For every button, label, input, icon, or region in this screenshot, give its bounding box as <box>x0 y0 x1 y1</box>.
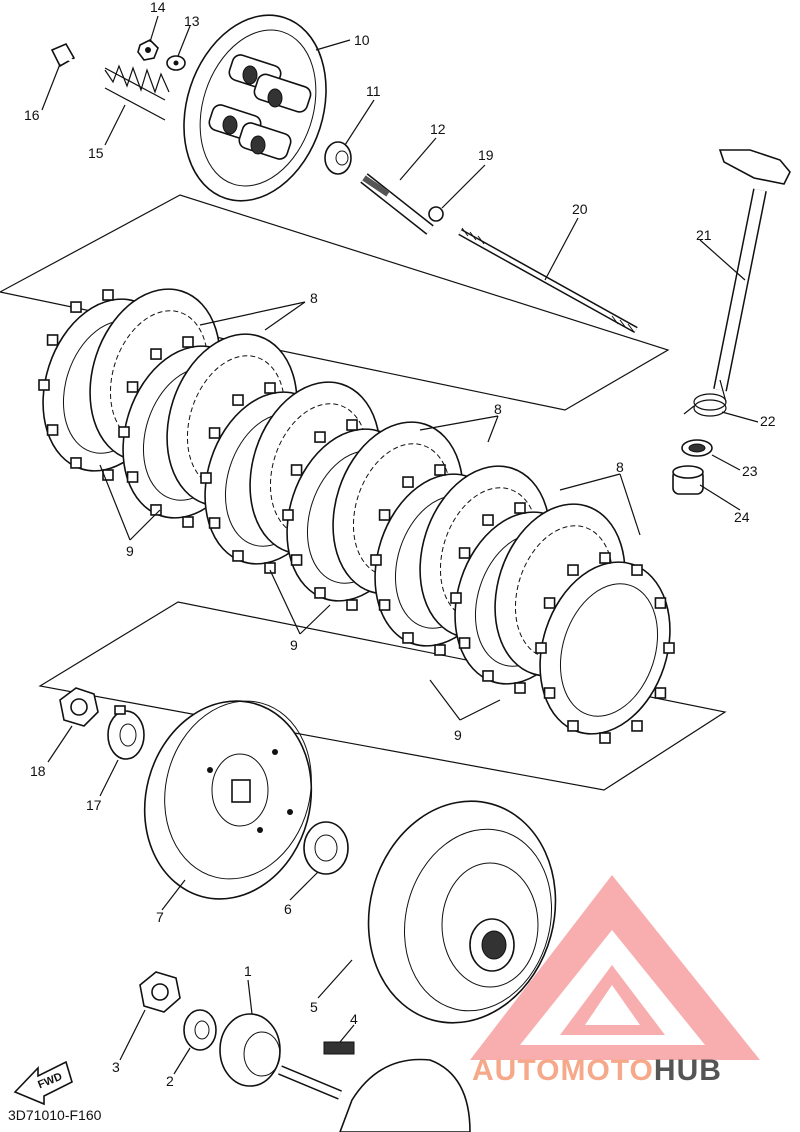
clutch-plate-stack <box>38 288 675 744</box>
watermark-part-1: AUTOMOTO <box>472 1054 654 1087</box>
leader-lines <box>41 15 759 1075</box>
primary-drive-gear-1 <box>219 1013 342 1100</box>
primary-driven-gear-5 <box>367 800 557 1024</box>
label-9-middle: 9 <box>290 637 298 653</box>
friction-plate <box>535 552 675 744</box>
part-labels: 14 13 10 16 15 11 12 19 20 21 8 8 8 9 9 … <box>24 0 776 1089</box>
pressure-plate-10 <box>183 14 327 202</box>
clutch-boss-7 <box>143 700 313 900</box>
bearing-24 <box>672 465 704 495</box>
spring-22 <box>683 379 727 417</box>
lock-washer-2 <box>183 1009 217 1051</box>
nut-3 <box>139 971 181 1013</box>
label-16: 16 <box>24 107 40 123</box>
label-8-middle: 8 <box>494 401 502 417</box>
label-10: 10 <box>354 32 370 48</box>
key-4 <box>323 1041 355 1055</box>
label-8-lower: 8 <box>616 459 624 475</box>
label-18: 18 <box>30 763 46 779</box>
washer-13 <box>166 55 186 71</box>
bolt-16 <box>50 42 101 74</box>
label-1: 1 <box>244 963 252 979</box>
label-3: 3 <box>112 1059 120 1075</box>
nut-14 <box>137 39 159 61</box>
label-23: 23 <box>742 463 758 479</box>
nut-18 <box>59 687 99 727</box>
label-20: 20 <box>572 201 588 217</box>
ball-19 <box>428 206 444 222</box>
label-19: 19 <box>478 147 494 163</box>
oil-seal-23 <box>681 439 713 457</box>
label-8-upper: 8 <box>310 290 318 306</box>
crankshaft-housing <box>339 1058 471 1132</box>
label-5: 5 <box>310 999 318 1015</box>
label-15: 15 <box>88 145 104 161</box>
bearing-11 <box>324 141 352 175</box>
label-4: 4 <box>350 1011 358 1027</box>
label-21: 21 <box>696 227 712 243</box>
label-22: 22 <box>760 413 776 429</box>
label-12: 12 <box>430 121 446 137</box>
automotohub-logo <box>470 875 760 1060</box>
label-6: 6 <box>284 901 292 917</box>
spring-15 <box>104 64 170 121</box>
label-17: 17 <box>86 797 102 813</box>
fwd-arrow-icon: FWD <box>13 1060 73 1106</box>
label-11: 11 <box>366 83 381 99</box>
plate-group-outline-lower <box>38 601 727 791</box>
push-rod-12 <box>360 173 434 235</box>
plate-group-outline-upper <box>0 194 670 411</box>
label-13: 13 <box>184 13 200 29</box>
label-14: 14 <box>150 0 166 15</box>
push-lever-shaft-21 <box>713 149 791 392</box>
label-24: 24 <box>734 509 750 525</box>
label-9-lower: 9 <box>454 727 462 743</box>
label-2: 2 <box>166 1073 174 1089</box>
thrust-washer-6 <box>303 821 349 875</box>
watermark-part-2: HUB <box>654 1054 722 1087</box>
diagram-code: 3D71010-F160 <box>8 1107 102 1123</box>
push-rod-20 <box>458 227 638 334</box>
lock-washer-17 <box>107 705 145 760</box>
label-7: 7 <box>156 909 164 925</box>
label-9-upper: 9 <box>126 543 134 559</box>
watermark-text: AUTOMOTOHUB <box>472 1054 722 1087</box>
